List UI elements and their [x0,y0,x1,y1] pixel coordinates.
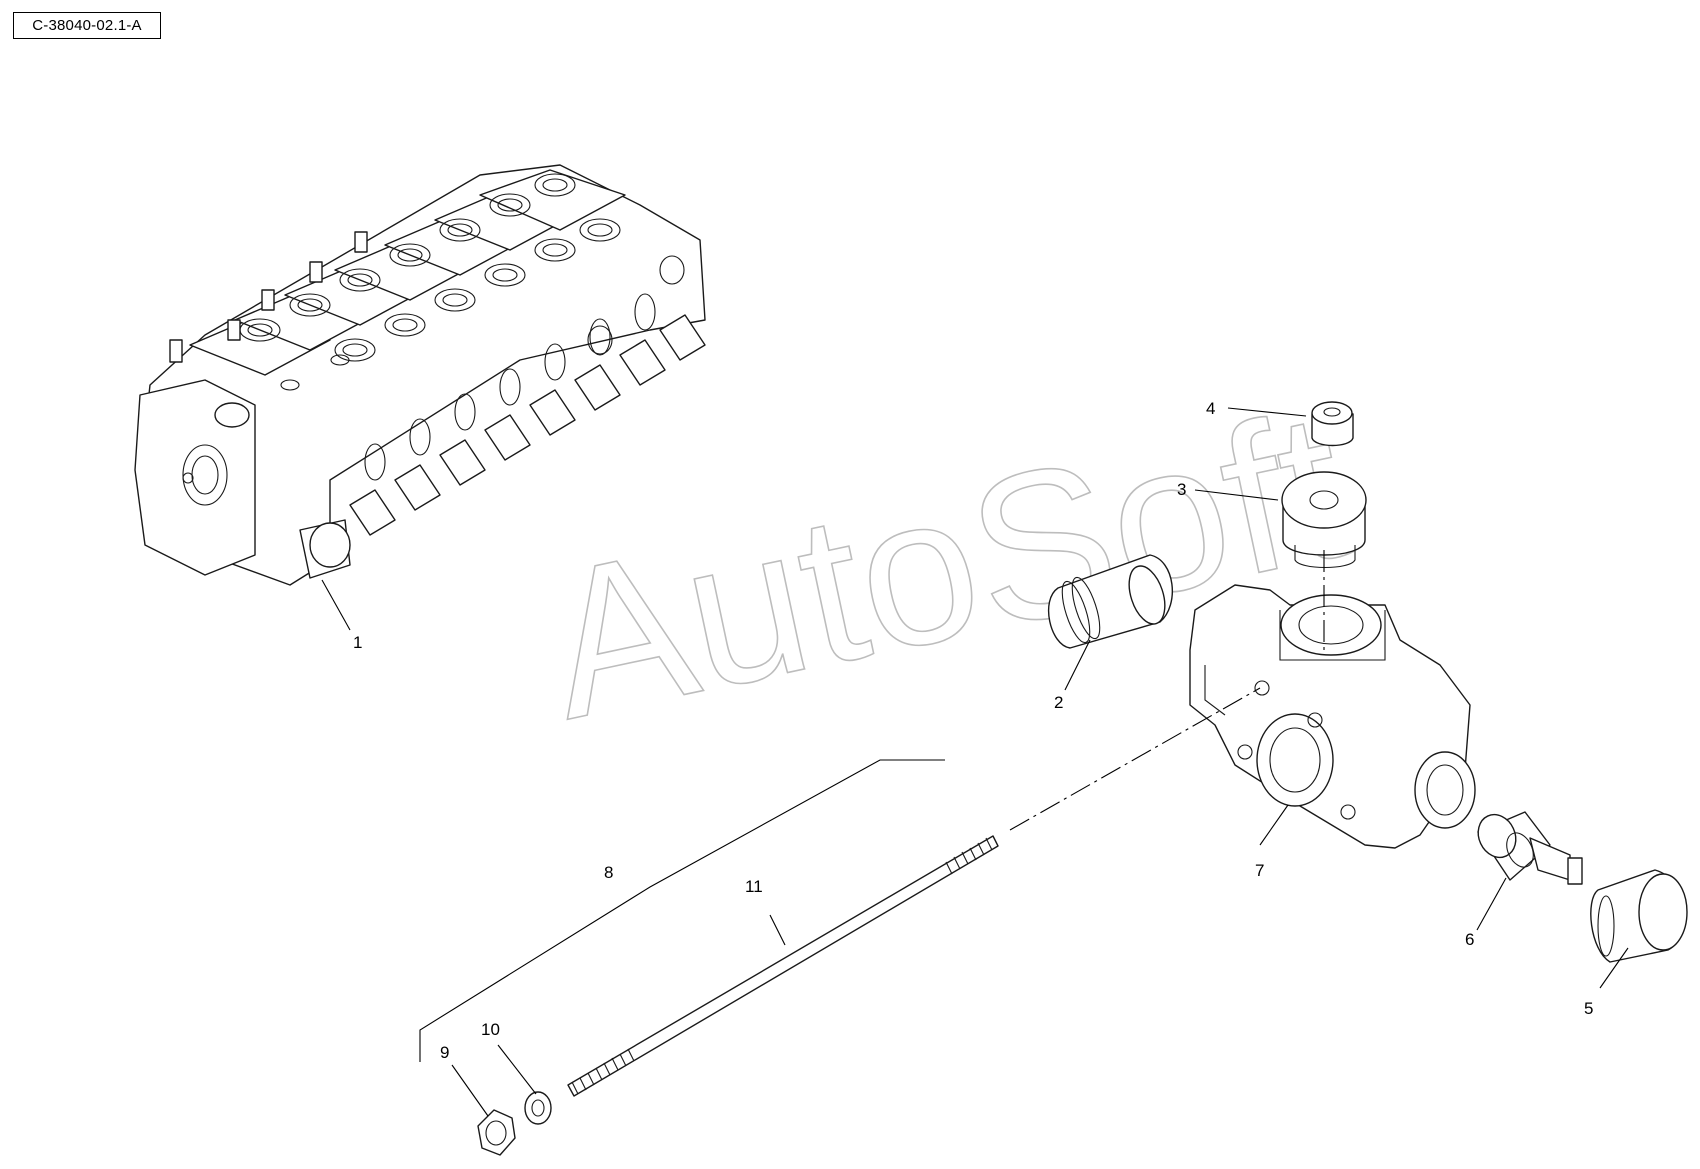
part-9-hex-nut [477,1109,516,1156]
leader-lines [321,407,1629,1117]
part-4-small-plug [1311,401,1354,447]
callout-10: 10 [481,1020,500,1039]
assembly-centerlines [1009,550,1325,831]
callout-3: 3 [1177,480,1186,499]
control-valve-bank [134,164,706,586]
diagram-reference-code: C-38040-02.1-A [13,12,161,39]
part-2-plug [1047,554,1174,649]
callout-2: 2 [1054,693,1063,712]
callout-6: 6 [1465,930,1474,949]
callout-8: 8 [604,863,613,882]
part-11-tie-rod [567,835,999,1097]
callout-11: 11 [745,877,763,896]
part-3-adaptor [1281,471,1367,568]
callout-9: 9 [440,1043,449,1062]
part-5-end-plug [1590,869,1688,963]
callout-7: 7 [1255,861,1264,880]
part-10-washer [524,1091,552,1125]
part-7-valve-body [1189,584,1476,849]
callout-4: 4 [1206,399,1215,418]
part-6-cartridge [1477,811,1583,885]
callout-5: 5 [1584,999,1593,1018]
callout-1: 1 [353,633,362,652]
callout-labels: 1 2 3 4 5 6 7 8 9 10 11 [353,399,1593,1062]
